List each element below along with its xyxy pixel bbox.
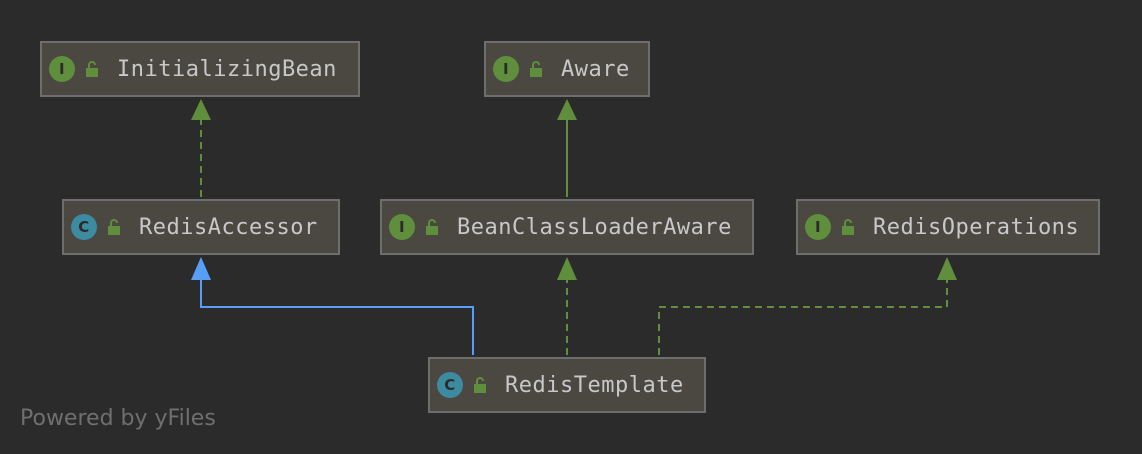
lock-open-icon <box>85 61 99 77</box>
node-label: Aware <box>561 56 630 82</box>
node-label: InitializingBean <box>117 56 337 82</box>
interface-icon: I <box>49 56 75 82</box>
lock-open-icon <box>841 219 855 235</box>
node-redistemplate[interactable]: C RedisTemplate <box>428 357 706 413</box>
arrowhead-aware <box>557 99 577 120</box>
node-redisaccessor[interactable]: C RedisAccessor <box>62 199 340 255</box>
node-label: BeanClassLoaderAware <box>457 214 732 240</box>
interface-icon: I <box>493 56 519 82</box>
lock-open-icon <box>425 219 439 235</box>
arrowhead-beanclassloaderaware <box>557 257 577 280</box>
class-icon: C <box>71 214 97 240</box>
yfiles-watermark: Powered by yFiles <box>20 406 216 431</box>
edge-redistemplate-redisaccessor <box>200 280 474 355</box>
node-beanclassloaderaware[interactable]: I BeanClassLoaderAware <box>380 199 754 255</box>
node-label: RedisTemplate <box>505 372 684 398</box>
lock-open-icon <box>107 219 121 235</box>
edge-redistemplate-redisoperations <box>658 280 948 355</box>
node-aware[interactable]: I Aware <box>484 41 650 97</box>
arrowhead-redisoperations <box>937 257 957 280</box>
node-label: RedisAccessor <box>139 214 318 240</box>
interface-icon: I <box>805 214 831 240</box>
arrowhead-redisaccessor <box>191 257 211 280</box>
lock-open-icon <box>529 61 543 77</box>
arrowhead-initializingbean <box>191 99 211 120</box>
node-label: RedisOperations <box>873 214 1080 240</box>
lock-open-icon <box>473 377 487 393</box>
node-initializingbean[interactable]: I InitializingBean <box>40 41 360 97</box>
class-icon: C <box>437 372 463 398</box>
interface-icon: I <box>389 214 415 240</box>
node-redisoperations[interactable]: I RedisOperations <box>796 199 1100 255</box>
